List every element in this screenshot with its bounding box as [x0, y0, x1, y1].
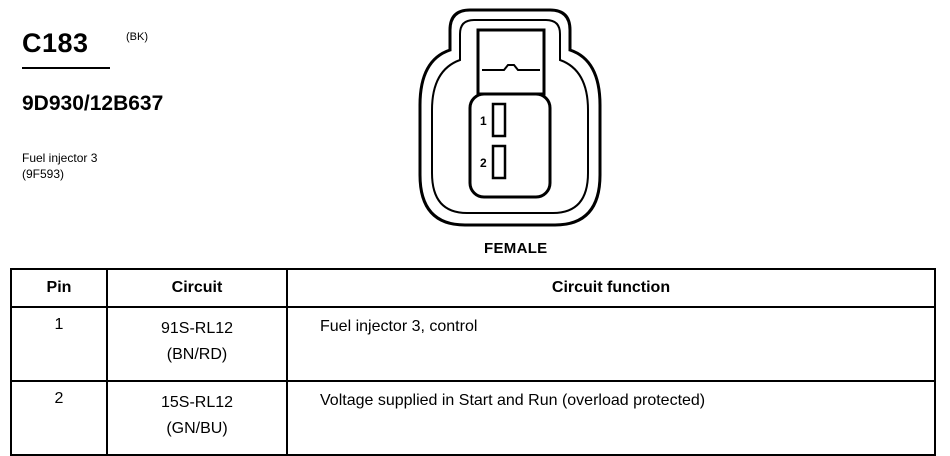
terminal-cavity-1 [491, 102, 507, 138]
header-circuit-function: Circuit function [286, 268, 936, 308]
circuit-id: 91S-RL12 [160, 320, 234, 337]
pin-number: 2 [10, 380, 108, 456]
table-row: 2 15S-RL12 (GN/BU) Voltage supplied in S… [10, 380, 936, 456]
header-circuit: Circuit [106, 268, 288, 308]
locking-tab-notch [482, 64, 540, 71]
pin-table: Pin Circuit Circuit function 1 91S-RL12 … [10, 268, 936, 456]
circuit-function: Voltage supplied in Start and Run (overl… [286, 380, 936, 456]
circuit-cell: 15S-RL12 (GN/BU) [106, 380, 288, 456]
table-row: 1 91S-RL12 (BN/RD) Fuel injector 3, cont… [10, 306, 936, 382]
connector-housing-outline [418, 8, 602, 227]
connector-inner-outline [431, 19, 589, 214]
circuit-function: Fuel injector 3, control [286, 306, 936, 382]
description-line-2: (9F593) [22, 167, 65, 181]
connector-color-code: (BK) [126, 31, 148, 43]
connector-description: Fuel injector 3 (9F593) [22, 150, 97, 182]
circuit-cell: 91S-RL12 (BN/RD) [106, 306, 288, 382]
description-line-1: Fuel injector 3 [22, 151, 98, 165]
connector-face-diagram: 1 2 [418, 8, 602, 227]
connector-id: C183 [22, 28, 89, 58]
terminal-face [468, 92, 552, 199]
circuit-id: 15S-RL12 [160, 394, 234, 411]
pin-number: 1 [10, 306, 108, 382]
terminal-label-1: 1 [480, 114, 487, 128]
terminal-label-2: 2 [480, 156, 487, 170]
terminal-cavity-2 [491, 144, 507, 180]
header-pin: Pin [10, 268, 108, 308]
circuit-color: (GN/BU) [166, 420, 228, 437]
connector-gender-label: FEMALE [484, 240, 548, 257]
pin-table-header-row: Pin Circuit Circuit function [10, 268, 936, 308]
connector-id-underline [22, 67, 110, 69]
part-number: 9D930/12B637 [22, 92, 164, 115]
locking-tab [476, 28, 546, 96]
circuit-color: (BN/RD) [166, 346, 228, 363]
